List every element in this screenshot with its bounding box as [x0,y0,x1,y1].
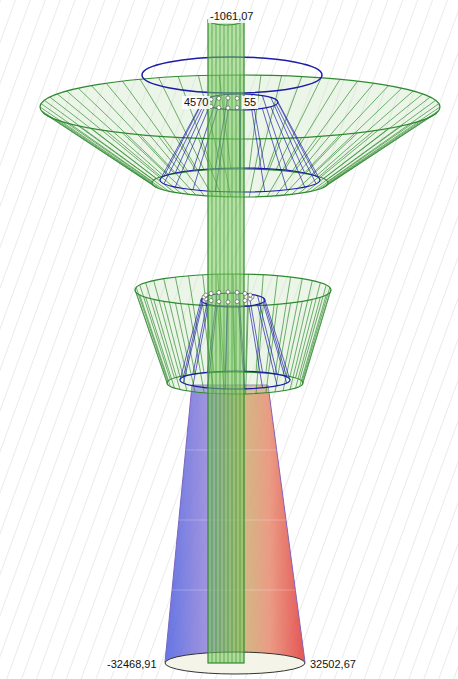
value-label: 4570 [182,96,210,109]
central-shaft [202,15,254,663]
value-label: 32502,67 [308,658,358,671]
value-label: 55 [242,96,258,109]
value-label: -32468,91 [105,658,159,671]
value-label: -1061,07 [208,10,255,23]
